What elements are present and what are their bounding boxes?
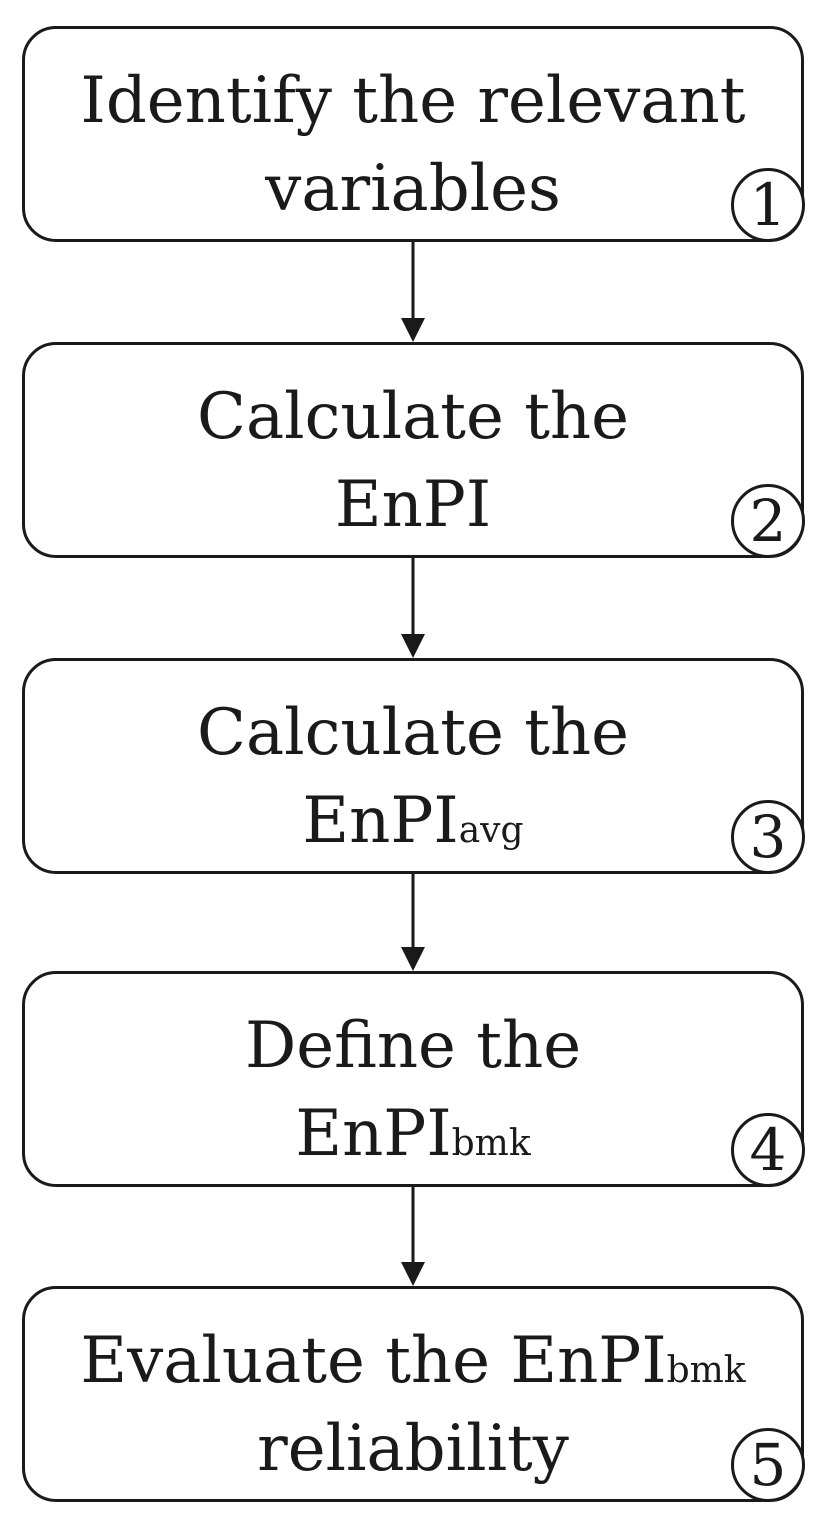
step-4-line1-text: Define the — [244, 1009, 582, 1083]
step-4-line2: EnPIbmk — [25, 1090, 801, 1188]
step-5-number-badge: 5 — [731, 1428, 805, 1502]
step-1-line2: variables — [25, 145, 801, 233]
step-3-number-badge: 3 — [731, 800, 805, 874]
step-3-line2-subscript: avg — [458, 810, 524, 851]
step-2-line2: EnPI — [25, 461, 801, 549]
arrow-3-to-4 — [401, 874, 425, 971]
step-3-line1: Calculate the — [25, 689, 801, 777]
step-1-line1: Identify the relevant — [25, 57, 801, 145]
step-3-box: Calculate the EnPIavg 3 — [22, 658, 805, 875]
step-1-number-badge: 1 — [731, 168, 805, 242]
step-3-line2: EnPIavg — [25, 777, 801, 875]
arrow-2-to-3 — [401, 558, 425, 658]
step-3-line2-text: EnPI — [302, 784, 459, 858]
step-5-box: Evaluate the EnPIbmk reliability 5 — [22, 1286, 805, 1502]
step-2-box: Calculate the EnPI 2 — [22, 342, 805, 558]
step-4-line2-text: EnPI — [295, 1097, 452, 1171]
arrow-1-to-2 — [401, 242, 425, 342]
step-4-line1: Define the — [25, 1002, 801, 1090]
step-1-box: Identify the relevant variables 1 — [22, 26, 805, 242]
step-5-line1-text: Evaluate the EnPI — [80, 1324, 667, 1398]
step-5-line2-text: reliability — [257, 1412, 569, 1486]
step-4-box: Define the EnPIbmk 4 — [22, 971, 805, 1188]
step-2-line1-text: Calculate the — [196, 380, 630, 454]
step-5-line2: reliability — [25, 1405, 801, 1493]
step-3-line1-text: Calculate the — [196, 696, 630, 770]
step-5-line1: Evaluate the EnPIbmk — [25, 1317, 801, 1415]
step-2-line1: Calculate the — [25, 373, 801, 461]
step-1-line2-text: variables — [265, 152, 561, 226]
step-2-line2-text: EnPI — [334, 468, 492, 542]
step-4-number-badge: 4 — [731, 1113, 805, 1187]
step-1-line1-text: Identify the relevant — [80, 64, 746, 138]
step-4-line2-subscript: bmk — [451, 1123, 531, 1164]
step-2-number-badge: 2 — [731, 484, 805, 558]
arrow-4-to-5 — [401, 1187, 425, 1286]
step-5-line1-subscript: bmk — [666, 1350, 746, 1391]
